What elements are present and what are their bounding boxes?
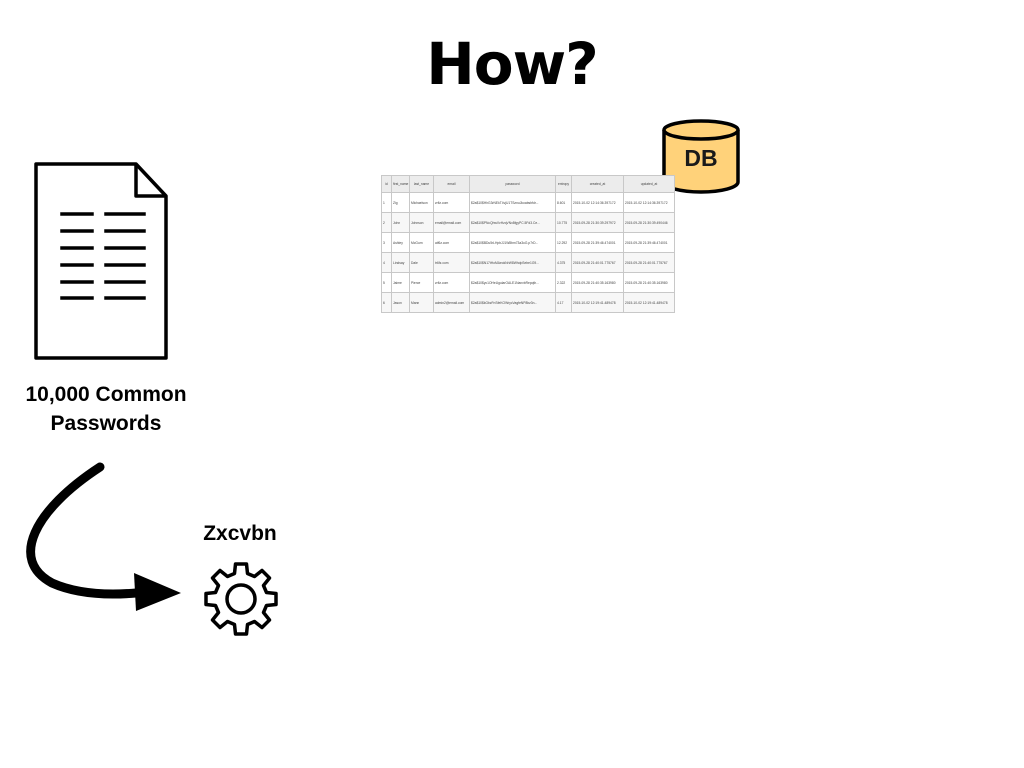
document-caption-line1: 10,000 Common (25, 383, 187, 406)
table-column-header: password (469, 175, 556, 193)
table-column-header: email (433, 175, 470, 193)
table-cell: 4 (381, 252, 392, 273)
table-cell: 6 (381, 292, 392, 313)
table-column-header: created_at (571, 175, 624, 193)
gear-icon (204, 562, 278, 636)
table-cell: 2 (381, 212, 392, 233)
table-cell: 2015-09-28 21:40:01.775767 (571, 252, 624, 273)
table-cell: 2015-09-28 21:39:46.474001 (623, 232, 675, 253)
table-cell: 1 (381, 192, 392, 213)
table-cell: $2a$10$HhG3rNEkT4vjU1TSznuJkoabsbfdr... (469, 192, 556, 213)
table-cell: 2015-09-28 21:30:39.297972 (571, 212, 624, 233)
table-cell: 2.322 (555, 272, 572, 293)
table-cell: 2015-10-02 12:19:41.489478 (623, 292, 675, 313)
table-cell: 5 (381, 272, 392, 293)
table-cell: 4.17 (555, 292, 572, 313)
table-cell: 2015-10-02 12:19:41.489478 (571, 292, 624, 313)
table-cell: tr6fz.com (433, 252, 470, 273)
table-cell: $2a$10$kGbzFnSfeKOWrycVagfeNP8bz3n... (469, 292, 556, 313)
table-cell: 8.601 (555, 192, 572, 213)
table-cell: 12.292 (555, 232, 572, 253)
table-cell: Pierce (409, 272, 434, 293)
table-column-header: id (381, 175, 392, 193)
table-cell: Johnson (409, 212, 434, 233)
table-cell: 2015-10-02 12:14:36.397172 (623, 192, 675, 213)
curved-arrow-icon (26, 462, 181, 611)
table-cell: 2015-09-28 21:40:35.163980 (623, 272, 675, 293)
table-cell: $2a$10$yc1OHeUgularOALE1NanvbRepqth... (469, 272, 556, 293)
table-cell: $2a$10$PNcQhwVvHzqVNx8fgyPC.5Fd3.Ce... (469, 212, 556, 233)
table-cell: $2a$10$BDu5rLHpbJJ1W8bm73a3oG.p7rD... (469, 232, 556, 253)
table-column-header: first_name (391, 175, 410, 193)
table-cell: zrfiz.com (433, 192, 470, 213)
slide-title: How? (426, 30, 599, 98)
table-cell: 10.775 (555, 212, 572, 233)
table-column-header: updated_at (623, 175, 675, 193)
table-cell: zrfiz.com (433, 272, 470, 293)
table-cell: Jaime (391, 272, 410, 293)
table-cell: Mann (409, 292, 434, 313)
table-cell: Lindsay (391, 252, 410, 273)
table-cell: Zig (391, 192, 410, 213)
table-cell: Dale (409, 252, 434, 273)
table-column-header: last_name (409, 175, 434, 193)
database-label: DB (684, 145, 718, 171)
table-cell: 2015-10-02 12:14:36.397172 (571, 192, 624, 213)
table-cell: Michaelson (409, 192, 434, 213)
table-cell: $2a$10$N17tHoMAeokNrW8WhdpSebe1G9... (469, 252, 556, 273)
table-cell: 4.375 (555, 252, 572, 273)
table-cell: McGurn (409, 232, 434, 253)
table-cell: admin2@email.com (433, 292, 470, 313)
table-cell: Ashley (391, 232, 410, 253)
table-cell: aif6z.com (433, 232, 470, 253)
document-caption-line2: Passwords (50, 412, 162, 435)
table-cell: 2015-09-28 21:39:46.474001 (571, 232, 624, 253)
document-icon (34, 162, 168, 360)
tool-label: Zxcvbn (203, 522, 277, 545)
table-cell: Jason (391, 292, 410, 313)
table-cell: 2015-09-28 21:30:39.490446 (623, 212, 675, 233)
document-caption: 10,000 Common Passwords (0, 380, 212, 438)
table-column-header: entropy (555, 175, 572, 193)
table-cell: 2015-09-28 21:40:01.775767 (623, 252, 675, 273)
database-cylinder-top (662, 119, 740, 141)
table-cell: 2015-09-28 21:40:35.163980 (571, 272, 624, 293)
table-cell: John (391, 212, 410, 233)
table-cell: email@email.com (433, 212, 470, 233)
table-cell: 3 (381, 232, 392, 253)
